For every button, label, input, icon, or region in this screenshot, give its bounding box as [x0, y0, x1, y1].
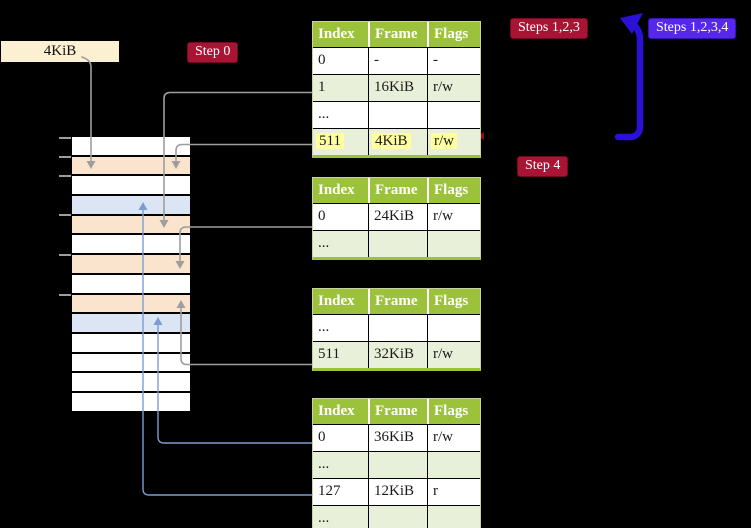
step0-badge: Step 0	[187, 42, 239, 63]
table-cell: 32KiB	[368, 342, 427, 368]
table-cell: 127	[318, 483, 341, 499]
table-cell: ...	[318, 456, 330, 472]
memory-frame-white	[72, 235, 190, 254]
memory-tick-mark	[59, 156, 71, 158]
column-header-frame: Frame	[368, 399, 427, 424]
table-cell: -	[368, 48, 427, 74]
table-cell: -	[427, 48, 480, 74]
table-cell	[427, 231, 480, 257]
table-cell: ...	[318, 319, 330, 335]
table-cell: 0	[318, 208, 326, 224]
column-header-index: Index	[318, 293, 355, 309]
table-cell: 0	[318, 52, 326, 68]
table-cell: 36KiB	[368, 425, 427, 451]
table-cell: 511	[313, 129, 368, 155]
table-cell: r/w	[427, 75, 480, 101]
table-row: ...	[313, 451, 480, 478]
table-row: ...	[313, 505, 480, 528]
memory-frame-blue	[72, 196, 190, 214]
memory-tick-mark	[59, 175, 71, 177]
big-loop-arrow-head	[620, 13, 643, 34]
table-cell	[427, 102, 480, 128]
page-size-label: 4KiB	[1, 41, 119, 62]
column-header-flags: Flags	[427, 178, 480, 203]
physical-memory-column	[72, 137, 190, 413]
memory-frame-white	[72, 333, 190, 352]
memory-frame-white	[72, 392, 190, 411]
table-cell	[368, 231, 427, 257]
table-row: ...	[313, 314, 480, 341]
column-header-index: Index	[318, 403, 355, 419]
highlighted-value: 511	[316, 133, 344, 149]
table-cell: ...	[318, 235, 330, 251]
steps-1-2-3-badge: Steps 1,2,3	[510, 18, 588, 39]
table-cell	[368, 315, 427, 341]
table-cell: 12KiB	[368, 479, 427, 505]
memory-frame-peach	[72, 255, 190, 273]
column-header-flags: Flags	[427, 22, 480, 47]
table-row: 511 4KiB r/w	[313, 128, 480, 155]
column-header-flags: Flags	[427, 399, 480, 424]
table-cell	[368, 506, 427, 528]
column-header-index: Index	[318, 26, 355, 42]
memory-tick-mark	[59, 137, 71, 139]
steps-1-2-3-4-badge: Steps 1,2,3,4	[648, 18, 737, 39]
big-loop-arrow	[614, 18, 644, 141]
memory-tick-mark	[59, 254, 71, 256]
table-cell	[427, 506, 480, 528]
column-header-frame: Frame	[368, 289, 427, 314]
column-header-frame: Frame	[368, 22, 427, 47]
table-cell: ...	[318, 510, 330, 526]
memory-tick-mark	[59, 294, 71, 296]
column-header-index: Index	[318, 182, 355, 198]
memory-frame-peach	[72, 294, 190, 313]
memory-frame-white	[72, 353, 190, 372]
table-row: 0 --	[313, 47, 480, 74]
table-cell	[368, 452, 427, 478]
table-cell	[427, 315, 480, 341]
table-cell: r	[427, 479, 480, 505]
table-cell: 0	[318, 429, 326, 445]
table-cell: 24KiB	[368, 204, 427, 230]
step4-badge: Step 4	[517, 156, 569, 177]
memory-tick-mark	[59, 214, 71, 216]
memory-frame-white	[72, 274, 190, 293]
table-cell: r/w	[427, 129, 480, 155]
table-cell: ...	[318, 106, 330, 122]
table-cell: 1	[318, 79, 326, 95]
table-cell: 511	[318, 346, 340, 362]
highlighted-value: r/w	[431, 133, 457, 149]
table-cell: 16KiB	[368, 75, 427, 101]
table-cell: r/w	[427, 425, 480, 451]
memory-frame-peach	[72, 215, 190, 234]
memory-frame-peach	[72, 156, 190, 175]
table-cell: 4KiB	[368, 129, 427, 155]
memory-frame-white	[72, 137, 190, 155]
table-row: ...	[313, 230, 480, 257]
table-cell	[427, 452, 480, 478]
column-header-frame: Frame	[368, 178, 427, 203]
table-cell	[368, 102, 427, 128]
column-header-flags: Flags	[427, 289, 480, 314]
table-row: ...	[313, 101, 480, 128]
table-cell: r/w	[427, 204, 480, 230]
memory-frame-white	[72, 176, 190, 195]
table-cell: r/w	[427, 342, 480, 368]
memory-frame-white	[72, 373, 190, 391]
memory-frame-blue	[72, 314, 190, 332]
highlighted-value: 4KiB	[372, 133, 411, 149]
